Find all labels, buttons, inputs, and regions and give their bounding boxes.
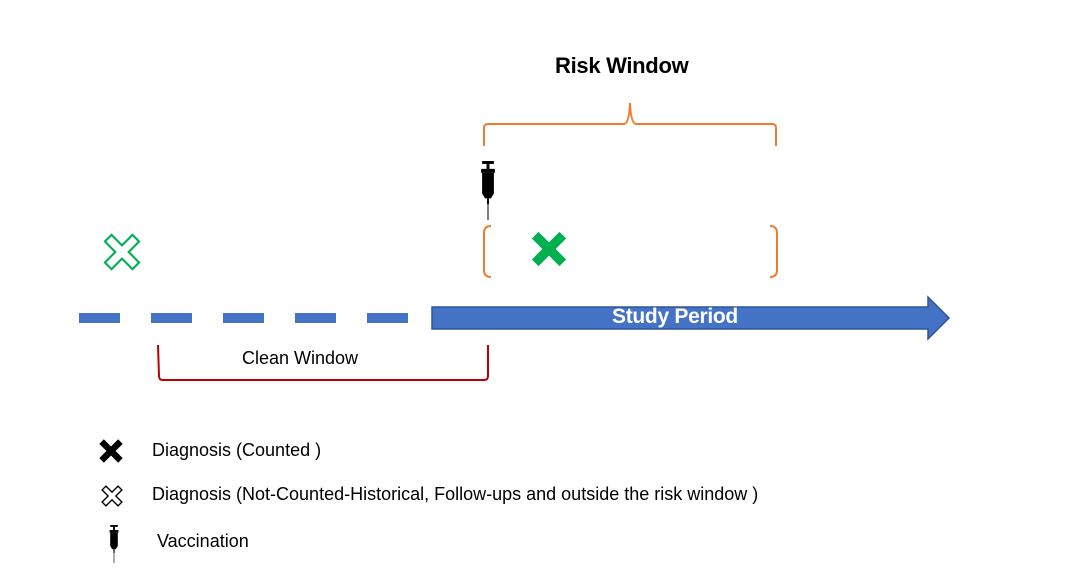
legend-item-vaccination: Vaccination	[157, 531, 249, 551]
legend-item-diagnosis-counted: Diagnosis (Counted )	[152, 440, 322, 460]
legend-outlined-x-icon	[101, 485, 123, 507]
clean-window-bracket	[157, 344, 489, 381]
study-period-label: Study Period	[612, 305, 738, 328]
risk-window-left-bracket	[483, 225, 492, 278]
risk-window-brace	[483, 102, 777, 146]
vaccination-syringe-icon	[481, 161, 495, 220]
risk-window-title: Risk Window	[555, 53, 689, 78]
diagnosis-counted-icon	[531, 231, 567, 267]
legend-syringe-icon	[109, 525, 119, 563]
study-period-arrow	[431, 295, 951, 341]
diagnosis-not-counted-icon	[103, 233, 141, 271]
legend-item-diagnosis-not-counted: Diagnosis (Not-Counted-Historical, Follo…	[152, 484, 759, 504]
pre-period-dashed-line	[79, 313, 408, 323]
clean-window-label: Clean Window	[242, 348, 359, 368]
legend-filled-x-icon	[99, 439, 123, 463]
risk-window-right-bracket	[769, 225, 778, 278]
